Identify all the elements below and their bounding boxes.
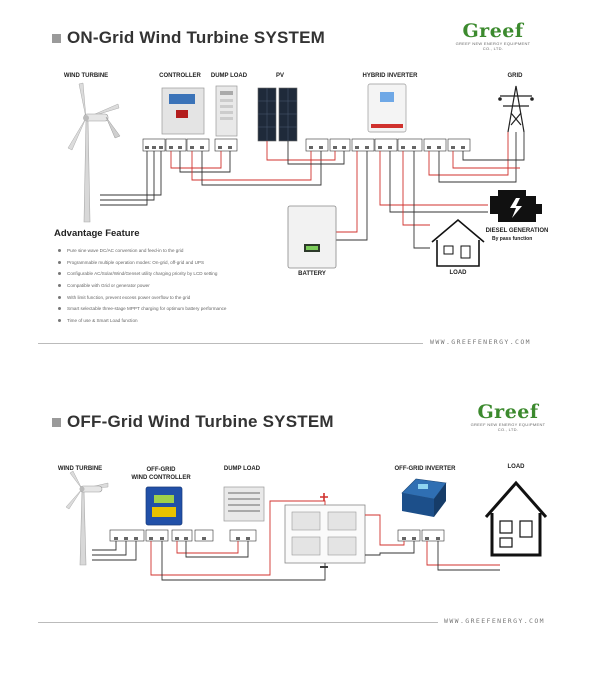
advantage-item: With limit function, prevent excess powe… xyxy=(58,291,227,303)
hybrid-inverter-icon xyxy=(367,83,407,133)
on-grid-wind-turbine-label: WIND TURBINE xyxy=(63,73,109,79)
off-grid-sheet: OFF-Grid Wind Turbine SYSTEM Greef GREEF… xyxy=(0,395,595,635)
on-grid-hybrid-inverter-label: HYBRID INVERTER xyxy=(362,73,418,79)
off-grid-footer-divider xyxy=(38,622,438,623)
advantage-item: Configurable AC/Solar/Wind/Genset utilit… xyxy=(58,268,227,280)
advantage-item-text: Compatible with Grid or generator power xyxy=(67,283,150,289)
bullet-icon xyxy=(58,272,61,276)
controller-icon xyxy=(161,87,205,135)
advantage-item: Pure sine wave DC/AC conversion and feed… xyxy=(58,245,227,257)
terminal-marks xyxy=(145,146,465,149)
off-grid-load-label: LOAD xyxy=(507,464,525,470)
terminal-blocks xyxy=(142,138,471,152)
off-grid-footer-url: WWW.GREEFENERGY.COM xyxy=(444,617,545,625)
advantage-item-text: Smart selectable three-stage MPPT chargi… xyxy=(67,306,227,312)
bullet-icon xyxy=(58,249,61,253)
advantage-item: Smart selectable three-stage MPPT chargi… xyxy=(58,303,227,315)
battery-bank-icon xyxy=(284,493,366,568)
off-grid-controller-label-line2: WIND CONTROLLER xyxy=(131,475,191,481)
advantage-item-text: Configurable AC/Solar/Wind/Genset utilit… xyxy=(67,271,218,277)
on-grid-load-label: LOAD xyxy=(449,270,467,276)
on-grid-battery-icon xyxy=(287,205,337,269)
on-grid-sheet: ON-Grid Wind Turbine SYSTEM Greef GREEF … xyxy=(38,20,549,346)
off-grid-wind-turbine-label: WIND TURBINE xyxy=(57,466,103,472)
off-grid-dump-load-label: DUMP LOAD xyxy=(223,466,261,472)
diesel-engine-icon xyxy=(490,190,542,222)
off-grid-title-bar: OFF-Grid Wind Turbine SYSTEM xyxy=(52,412,334,432)
off-grid-terminal-marks xyxy=(114,537,440,540)
bullet-icon xyxy=(58,307,61,311)
on-grid-load-house-icon xyxy=(431,218,485,267)
on-grid-grid-label: GRID xyxy=(507,73,523,79)
off-grid-wind-turbine-icon xyxy=(65,470,109,566)
off-grid-controller-icon xyxy=(145,486,183,526)
on-grid-title-bar: ON-Grid Wind Turbine SYSTEM xyxy=(52,28,325,48)
off-grid-inverter-icon xyxy=(401,478,447,517)
off-grid-terminal-blocks xyxy=(109,529,445,542)
off-grid-inverter-label: OFF-GRID INVERTER xyxy=(394,466,456,472)
on-grid-footer-url: WWW.GREEFENERGY.COM xyxy=(430,338,531,346)
bullet-icon xyxy=(58,318,61,322)
bullet-icon xyxy=(58,260,61,264)
off-grid-wires xyxy=(92,500,500,581)
pv-panel-icon xyxy=(257,87,298,142)
on-grid-controller-label: CONTROLLER xyxy=(159,73,201,79)
brand-name: Greef xyxy=(462,20,524,42)
on-grid-wiring-diagram xyxy=(67,82,542,269)
advantage-item-text: Time of use & Smart Load function xyxy=(67,317,138,323)
advantage-feature-title: Advantage Feature xyxy=(54,228,140,239)
off-grid-dump-load-icon xyxy=(223,486,265,522)
advantage-item-text: Pure sine wave DC/AC conversion and feed… xyxy=(67,248,184,254)
brand-tagline: GREEF NEW ENERGY EQUIPMENT CO., LTD. xyxy=(470,422,546,432)
advantage-item: Programmable multiple operation modes: O… xyxy=(58,257,227,269)
title-square-icon xyxy=(52,33,61,43)
diesel-bypass-note: By pass function xyxy=(492,236,533,242)
bullet-icon xyxy=(58,284,61,288)
brand-tagline: GREEF NEW ENERGY EQUIPMENT CO., LTD. xyxy=(455,41,531,51)
on-grid-wires xyxy=(100,132,525,249)
on-grid-brand-logo: Greef GREEF NEW ENERGY EQUIPMENT CO., LT… xyxy=(453,20,533,51)
off-grid-title: OFF-Grid Wind Turbine SYSTEM xyxy=(67,412,334,431)
advantage-item-text: With limit function, prevent excess powe… xyxy=(67,294,191,300)
off-grid-wiring-diagram xyxy=(65,470,548,581)
advantage-feature-list: Pure sine wave DC/AC conversion and feed… xyxy=(58,245,227,326)
wind-turbine-icon xyxy=(67,82,121,223)
off-grid-controller-label-line1: OFF-GRID xyxy=(146,467,176,473)
on-grid-dump-load-label: DUMP LOAD xyxy=(210,73,248,79)
advantage-item: Compatible with Grid or generator power xyxy=(58,280,227,292)
diesel-generation-label: DIESEL GENERATION xyxy=(485,228,549,234)
grid-tower-icon xyxy=(498,85,534,133)
advantage-item-text: Programmable multiple operation modes: O… xyxy=(67,259,205,265)
off-grid-load-house-icon xyxy=(484,480,548,557)
off-grid-brand-logo: Greef GREEF NEW ENERGY EQUIPMENT CO., LT… xyxy=(468,401,548,432)
on-grid-title: ON-Grid Wind Turbine SYSTEM xyxy=(67,28,326,47)
on-grid-battery-label: BATTERY xyxy=(298,271,326,277)
bullet-icon xyxy=(58,295,61,299)
off-grid-controller-label: OFF-GRID WIND CONTROLLER xyxy=(125,466,197,482)
dump-load-icon xyxy=(215,85,238,137)
on-grid-pv-label: PV xyxy=(275,73,284,79)
advantage-item: Time of use & Smart Load function xyxy=(58,315,227,327)
brand-name: Greef xyxy=(477,401,539,423)
on-grid-footer-divider xyxy=(38,343,423,344)
title-square-icon xyxy=(52,417,61,427)
